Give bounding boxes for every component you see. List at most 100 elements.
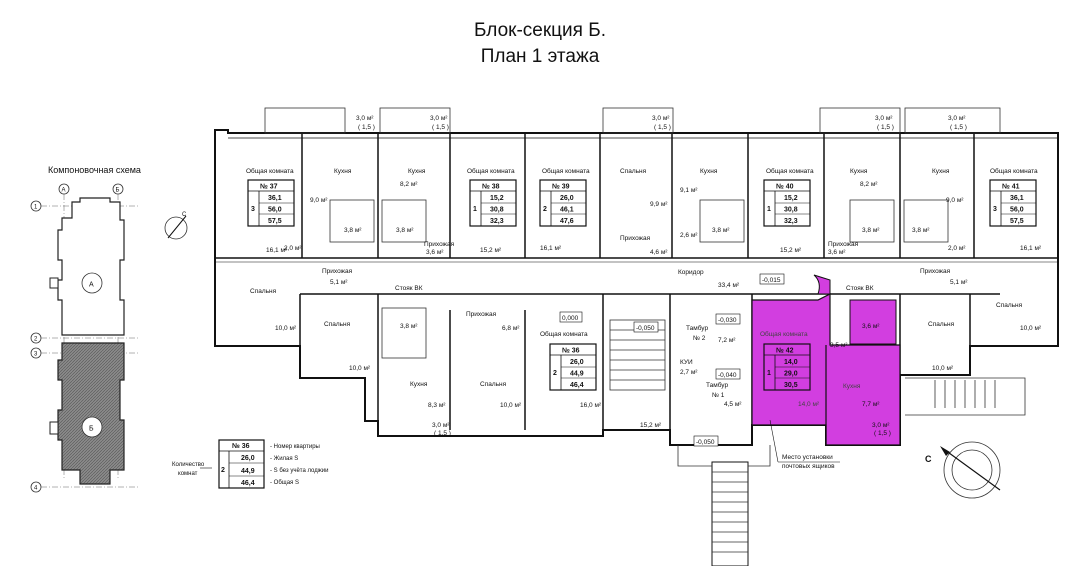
svg-text:14,0 м²: 14,0 м² — [798, 401, 820, 408]
svg-text:3,8 м²: 3,8 м² — [862, 227, 880, 234]
svg-text:10,0 м²: 10,0 м² — [500, 402, 522, 409]
apartment-total-area: 32,3 — [490, 218, 504, 225]
scheme-title: Компоновочная схема — [48, 165, 141, 175]
apartment-total-area: 46,4 — [570, 382, 584, 389]
svg-text:Кухня: Кухня — [932, 168, 950, 175]
apartment-total-area: 32,3 — [784, 218, 798, 225]
svg-text:3,8 м²: 3,8 м² — [400, 323, 418, 330]
apartment-number: № 42 — [776, 347, 794, 355]
svg-text:3,8 м²: 3,8 м² — [396, 227, 414, 234]
svg-text:Спальня: Спальня — [928, 321, 955, 328]
block-b-marker — [81, 416, 103, 438]
svg-text:8,3 м²: 8,3 м² — [428, 402, 446, 409]
svg-text:( 1,5 ): ( 1,5 ) — [877, 124, 894, 131]
svg-text:4,5 м²: 4,5 м² — [724, 401, 742, 408]
svg-text:2,6 м²: 2,6 м² — [680, 232, 698, 239]
svg-text:-0,040: -0,040 — [718, 372, 737, 379]
apartment-rooms: 1 — [767, 370, 771, 377]
svg-text:3,0 м²: 3,0 м² — [432, 422, 450, 429]
legend-apt-no: № 36 — [232, 442, 250, 450]
apartment-total-area: 57,5 — [268, 218, 282, 225]
svg-text:10,0 м²: 10,0 м² — [275, 325, 297, 332]
legend-desc-0: - Номер квартиры — [270, 444, 320, 450]
legend: Количество комнат № 36 2 26,0 44,9 46,4 … — [172, 439, 328, 489]
apartment-area-no-loggia: 56,0 — [268, 207, 282, 214]
svg-text:( 1,5 ): ( 1,5 ) — [358, 124, 375, 131]
svg-text:2,0 м²: 2,0 м² — [284, 245, 302, 252]
svg-text:Стояк ВК: Стояк ВК — [846, 285, 874, 292]
mailbox-note: Место установки почтовых ящиков — [769, 419, 840, 470]
svg-text:Кухня: Кухня — [408, 168, 426, 175]
axis-label-b: Б — [116, 188, 120, 194]
exterior-wall — [214, 129, 1059, 446]
svg-text:Спальня: Спальня — [250, 288, 277, 295]
apartment-number: № 38 — [482, 183, 500, 191]
svg-text:16,0 м²: 16,0 м² — [580, 402, 602, 409]
svg-text:( 1,5 ): ( 1,5 ) — [432, 124, 449, 131]
svg-text:9,9 м²: 9,9 м² — [650, 201, 668, 208]
legend-box — [218, 439, 265, 489]
svg-text:№ 1: № 1 — [712, 392, 725, 399]
apartment-living-area: 26,0 — [560, 195, 574, 202]
apartment-living-area: 26,0 — [570, 359, 584, 366]
svg-text:10,0 м²: 10,0 м² — [1020, 325, 1042, 332]
svg-text:3,8 м²: 3,8 м² — [912, 227, 930, 234]
svg-text:-0,050: -0,050 — [636, 325, 655, 332]
apartment-rooms: 3 — [251, 206, 255, 213]
apartment-number: № 41 — [1002, 183, 1020, 191]
apartment-living-area: 36,1 — [1010, 195, 1024, 202]
svg-text:3,0 м²: 3,0 м² — [872, 422, 890, 429]
svg-text:Прихожая: Прихожая — [424, 241, 455, 248]
page-title: Блок-секция Б. — [474, 20, 606, 41]
page-subtitle: План 1 этажа — [480, 46, 600, 67]
svg-text:Общая комната: Общая комната — [540, 330, 588, 338]
area-labels: 16,1 м² 9,0 м² 8,2 м² 3,8 м² 3,8 м² 2,0 … — [266, 181, 1042, 429]
svg-text:Тамбур: Тамбур — [706, 381, 728, 389]
svg-text:15,2 м²: 15,2 м² — [480, 247, 502, 254]
svg-text:15,2 м²: 15,2 м² — [780, 247, 802, 254]
svg-text:Стояк ВК: Стояк ВК — [395, 285, 423, 292]
svg-text:3,8 м²: 3,8 м² — [344, 227, 362, 234]
svg-text:( 1,5 ): ( 1,5 ) — [950, 124, 967, 131]
svg-text:-0,015: -0,015 — [762, 277, 781, 284]
axis-label-3: 3 — [34, 352, 38, 358]
apartment-living-area: 36,1 — [268, 195, 282, 202]
apartment-total-area: 47,6 — [560, 218, 574, 225]
svg-text:6,8 м²: 6,8 м² — [502, 325, 520, 332]
apartment-number: № 37 — [260, 183, 278, 191]
svg-text:7,2 м²: 7,2 м² — [718, 337, 736, 344]
mail-note-line1: Место установки — [782, 454, 833, 461]
svg-text:Общая комната: Общая комната — [766, 167, 814, 175]
legend-rooms: 2 — [221, 467, 225, 474]
svg-text:Кухня: Кухня — [843, 383, 861, 390]
svg-text:Спальня: Спальня — [996, 302, 1023, 309]
svg-text:Общая комната: Общая комната — [760, 330, 808, 338]
north-arrow-small: С — [164, 212, 188, 240]
axis-label-1: 1 — [34, 205, 38, 211]
svg-text:Прихожая: Прихожая — [920, 268, 951, 275]
svg-text:8,2 м²: 8,2 м² — [400, 181, 418, 188]
svg-text:3,6 м²: 3,6 м² — [862, 323, 880, 330]
svg-text:Спальня: Спальня — [480, 381, 507, 388]
axis-label-4: 4 — [34, 486, 38, 492]
legend-rooms-caption-2: комнат — [178, 471, 198, 477]
svg-text:9,1 м²: 9,1 м² — [680, 187, 698, 194]
apartment-rooms: 2 — [553, 370, 557, 377]
svg-text:Прихожая: Прихожая — [828, 241, 859, 248]
svg-text:10,0 м²: 10,0 м² — [932, 365, 954, 372]
apartment-area-no-loggia: 46,1 — [560, 207, 574, 214]
legend-desc-1: - Жилая S — [270, 456, 298, 462]
block-b-outline — [57, 342, 125, 485]
apartment-living-area: 15,2 — [784, 195, 798, 202]
legend-val-nologgia: 44,9 — [241, 468, 255, 475]
apartment-rooms: 2 — [543, 206, 547, 213]
svg-text:Кухня: Кухня — [410, 381, 428, 388]
svg-text:Общая комната: Общая комната — [467, 167, 515, 175]
svg-text:9,0 м²: 9,0 м² — [946, 197, 964, 204]
svg-text:Кухня: Кухня — [700, 168, 718, 175]
